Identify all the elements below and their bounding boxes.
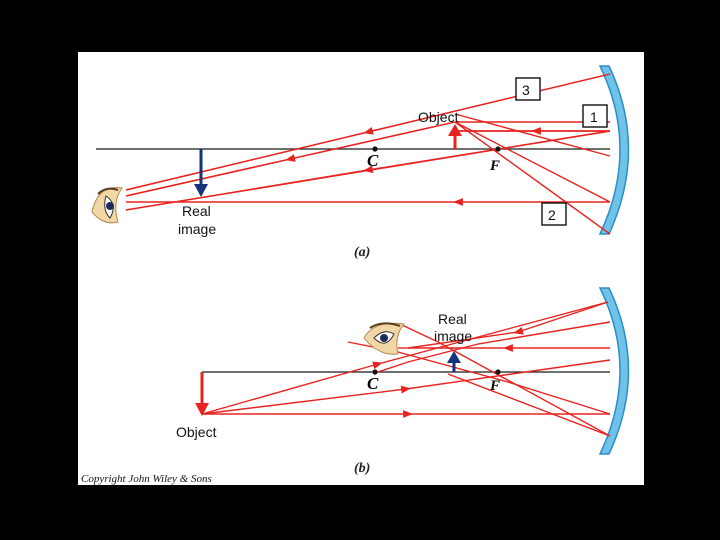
svg-text:3: 3 xyxy=(522,82,530,98)
center-point-b xyxy=(372,369,378,375)
real-image-label-b-line2: image xyxy=(434,328,472,344)
concave-mirror-icon xyxy=(598,65,630,235)
real-image-arrow-a xyxy=(194,149,208,197)
center-label-b: C xyxy=(367,374,379,393)
focal-point-b xyxy=(495,369,501,375)
eye-icon xyxy=(363,322,405,355)
center-point-a xyxy=(372,146,378,152)
diagram-a: C F Object Real image 3 1 2 (a) xyxy=(91,65,630,260)
object-arrow-a xyxy=(448,124,462,149)
ray-number-3: 3 xyxy=(515,77,541,101)
real-image-label-b-line1: Real xyxy=(438,311,467,327)
copyright-text: Copyright John Wiley & Sons xyxy=(81,473,212,485)
svg-text:1: 1 xyxy=(590,109,598,125)
real-image-label-a-line1: Real xyxy=(182,203,211,219)
caption-b: (b) xyxy=(354,461,370,476)
figure-panel: C F Object Real image 3 1 2 (a) xyxy=(78,52,644,485)
eye-icon xyxy=(91,187,123,224)
object-arrow-b xyxy=(195,372,209,416)
real-image-arrow-b xyxy=(447,351,461,372)
ray-number-1: 1 xyxy=(582,104,608,128)
ray-diagram: C F Object Real image 3 1 2 (a) xyxy=(81,65,630,485)
real-image-label-a-line2: image xyxy=(178,221,216,237)
focus-label-b: F xyxy=(489,378,500,394)
concave-mirror-icon xyxy=(598,287,630,455)
focal-point-a xyxy=(495,146,501,152)
focus-label-a: F xyxy=(489,158,500,174)
caption-a: (a) xyxy=(354,245,370,260)
diagram-b: C F Real image Object (b) xyxy=(176,287,630,476)
svg-text:2: 2 xyxy=(548,207,556,223)
object-label-b: Object xyxy=(176,424,217,440)
object-label-a: Object xyxy=(418,109,459,125)
rays-b xyxy=(201,301,611,437)
ray-number-2: 2 xyxy=(541,202,567,226)
center-label-a: C xyxy=(367,151,379,170)
